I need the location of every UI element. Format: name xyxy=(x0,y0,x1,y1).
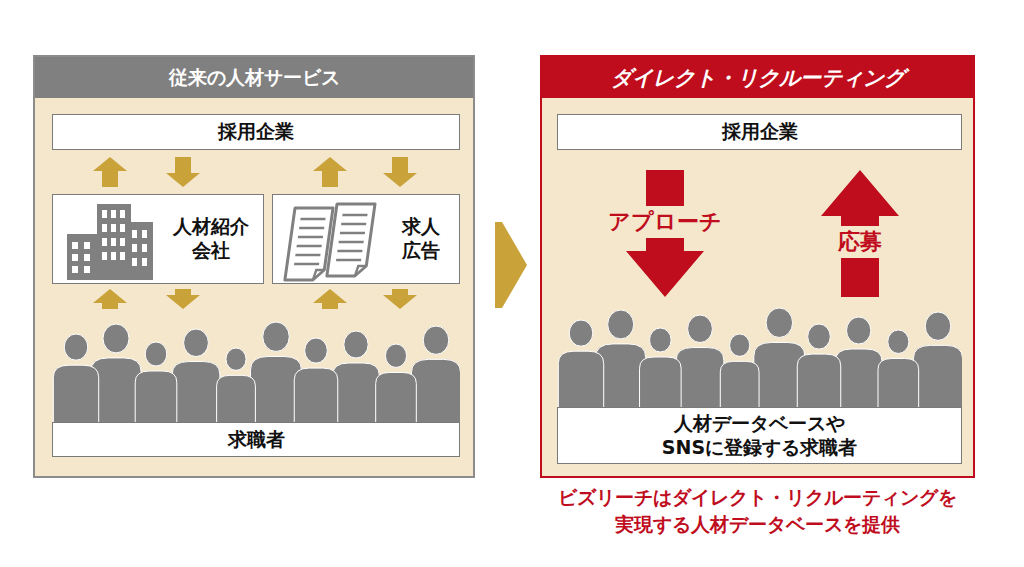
box-label: 人材データベースや SNSに登録する求職者 xyxy=(600,411,920,460)
panel-title: ダイレクト・リクルーティング xyxy=(611,64,905,92)
job-seeker-group: 求職者 xyxy=(52,314,460,457)
job-seeker-group: 人材データベースや SNSに登録する求職者 xyxy=(557,300,962,464)
arrow-label: 応募 xyxy=(833,226,887,258)
building-icon xyxy=(57,196,162,284)
flow-arrow xyxy=(313,157,347,187)
arrow-label: アプローチ xyxy=(603,206,727,238)
process-box: 採用企業 xyxy=(52,114,460,150)
panel: 採用企業人材データベースや SNSに登録する求職者 ダイレクト・リクルーティング xyxy=(540,55,975,478)
caption: ビズリーチはダイレクト・リクルーティングを 実現する人材データベースを提供 xyxy=(540,484,975,537)
people-silhouettes xyxy=(557,300,962,407)
flow-arrow xyxy=(626,170,704,297)
process-box: 人材紹介 会社 xyxy=(52,194,264,284)
flow-arrow xyxy=(383,157,417,187)
flow-arrow xyxy=(166,289,200,309)
process-box: 採用企業 xyxy=(557,114,962,150)
flow-arrow xyxy=(93,289,127,309)
box-label: 求職者 xyxy=(228,427,285,452)
panel-header-band xyxy=(540,55,975,98)
panel-ground xyxy=(33,55,475,478)
box-label: 採用企業 xyxy=(722,120,798,144)
box-label: 人材紹介 会社 xyxy=(161,215,261,263)
panel-header: 従来の人材サービス xyxy=(35,57,473,98)
panel-ground xyxy=(540,55,975,478)
panel-header: ダイレクト・リクルーティング xyxy=(542,57,973,98)
flow-arrow xyxy=(166,157,200,187)
people-silhouettes xyxy=(52,314,460,422)
flow-arrow xyxy=(93,157,127,187)
flow-arrow xyxy=(821,170,899,297)
flow-arrow xyxy=(383,289,417,309)
panel-header-band xyxy=(33,55,475,98)
panel: 採用企業人材紹介 会社 求人 広告求職者 従来の人材サービス xyxy=(33,55,475,478)
box-label: 求人 広告 xyxy=(391,215,451,263)
panel-title: 従来の人材サービス xyxy=(169,65,340,91)
process-box: 求人 広告 xyxy=(272,194,460,284)
transition-chevron xyxy=(495,222,527,308)
flow-arrow xyxy=(313,289,347,309)
label-band: 求職者 xyxy=(52,422,460,457)
box-label: 採用企業 xyxy=(218,120,294,144)
label-band: 人材データベースや SNSに登録する求職者 xyxy=(557,407,962,464)
document-icon xyxy=(277,196,382,284)
